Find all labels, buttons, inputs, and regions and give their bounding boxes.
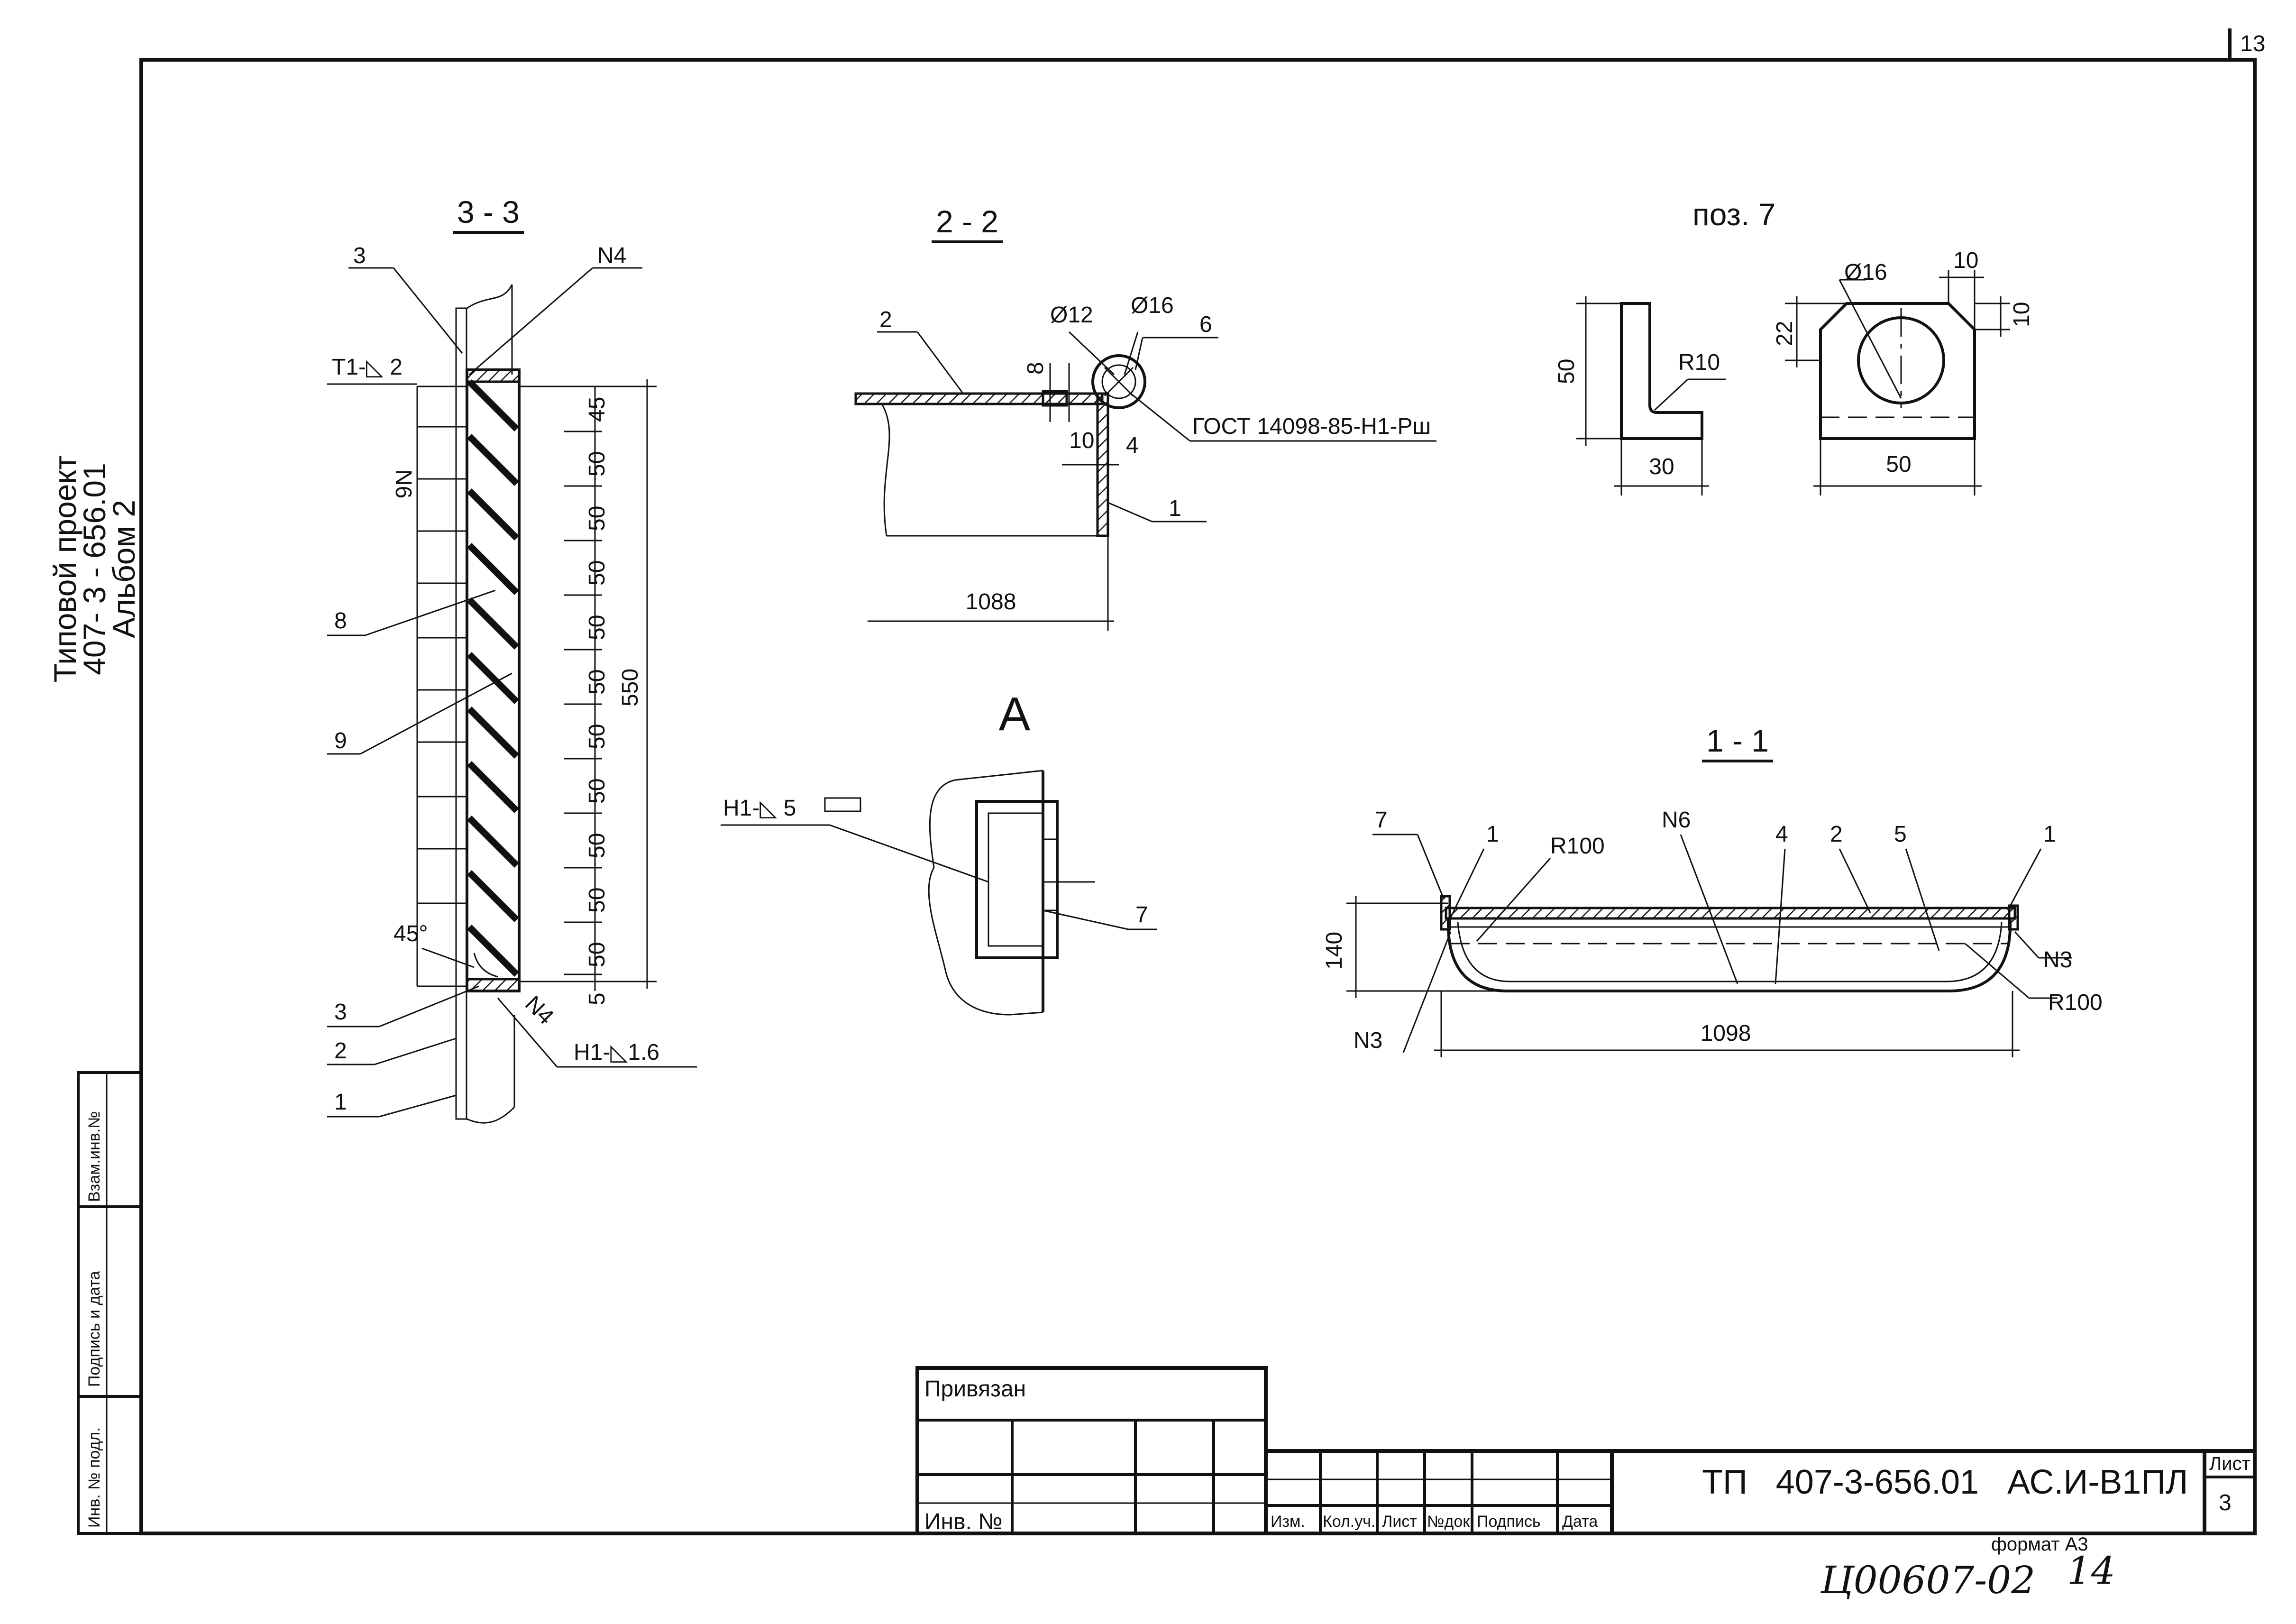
s11-pos1-left: 1: [1486, 822, 1499, 847]
section-3-3-title: 3 - 3: [457, 194, 520, 229]
s33-pos2: 2: [334, 1038, 347, 1064]
poz7-d16: Ø16: [1844, 260, 1887, 285]
section-2-2-title: 2 - 2: [936, 204, 998, 239]
dim-50-e: 50: [585, 670, 610, 695]
poz7-title: поз. 7: [1692, 197, 1775, 232]
doc-code: ТП 407-3-656.01 АС.И-В1ПЛ: [1702, 1463, 2188, 1501]
side-stamp: Взам.инв.№ Подпись и дата Инв. № подл.: [77, 1071, 143, 1535]
s33-weld-t1: Т1-◺ 2: [332, 355, 402, 380]
dim-45: 45: [585, 397, 610, 422]
sheet-frame: 13: [139, 28, 2265, 1535]
col-kol-uch: Кол.уч.: [1323, 1513, 1375, 1531]
poz7-dim22: 22: [1772, 321, 1797, 346]
col-izm: Изм.: [1271, 1513, 1305, 1531]
s11-dim1098: 1098: [1701, 1021, 1751, 1046]
dims-3-3: 45 50 50 50 50 50 50 50 50 50 50 5 550: [585, 397, 643, 1005]
s33-n4-bottom: N4: [520, 991, 558, 1029]
s33-pos1: 1: [334, 1090, 347, 1115]
section-2-2: 2 - 2: [854, 204, 1436, 631]
archive-sheet: 14: [2067, 1549, 2115, 1593]
s11-pos2: 2: [1830, 822, 1843, 847]
inv-no-label: Инв. №: [924, 1509, 1003, 1534]
s11-n3-right: N3: [2043, 947, 2072, 973]
s11-pos4: 4: [1775, 822, 1788, 847]
dim-50-j: 50: [585, 942, 610, 967]
dim-50-a: 50: [585, 451, 610, 477]
col-no-dok: №док.: [1427, 1513, 1474, 1531]
col-data: Дата: [1562, 1513, 1598, 1531]
s33-n6: N6: [391, 469, 416, 498]
s11-n3-left: N3: [1354, 1028, 1382, 1053]
s11-n6: N6: [1662, 807, 1691, 833]
title-block: Привязан Инв. № Изм. Кол.уч. Лист №док. …: [915, 1366, 2257, 1535]
s22-dim4: 4: [1126, 433, 1139, 458]
poz7-dim50-v: 50: [1554, 359, 1579, 384]
side-stamp-inv: Инв. № подл.: [85, 1427, 103, 1528]
side-stamp-podpis: Подпись и дата: [85, 1271, 103, 1387]
s33-n4-top: N4: [597, 243, 626, 268]
s11-r100-right: R100: [2048, 990, 2103, 1015]
section-1-1: 1 - 1: [1322, 723, 2103, 1057]
view-a-pos7: 7: [1135, 902, 1148, 927]
poz7-dim30: 30: [1649, 454, 1674, 479]
poz7-dim10-side: 10: [2009, 302, 2034, 327]
dim-550: 550: [618, 669, 643, 706]
col-podpis: Подпись: [1477, 1513, 1541, 1531]
privyazan-label: Привязан: [924, 1376, 1026, 1402]
side-stamp-vzam: Взам.инв.№: [85, 1111, 103, 1202]
format-label: формат А3: [1991, 1534, 2088, 1555]
poz7-r10: R10: [1678, 350, 1720, 375]
view-a: А Н1-◺ 5 7: [721, 688, 1157, 1016]
poz7-dim50-h: 50: [1886, 452, 1911, 477]
col-list: Лист: [1382, 1513, 1417, 1531]
dim-50-f: 50: [585, 724, 610, 749]
side-title-line2: 407- 3 - 656.01: [77, 463, 112, 675]
side-title-line1: Типовой проект: [47, 456, 82, 683]
section-1-1-title: 1 - 1: [1706, 723, 1769, 758]
s33-pos3-bottom: 3: [334, 1000, 347, 1025]
s11-pos7: 7: [1375, 807, 1388, 833]
s11-pos5: 5: [1894, 822, 1907, 847]
dim-50-c: 50: [585, 560, 610, 586]
s22-pos2: 2: [879, 307, 892, 332]
s22-dim8: 8: [1023, 362, 1048, 375]
dim-50-i: 50: [585, 888, 610, 913]
dim-50-b: 50: [585, 506, 610, 531]
s33-weld-h1: Н1-◺1.6: [574, 1040, 659, 1065]
section-3-3: 3 - 3: [327, 194, 697, 1124]
dim-50-g: 50: [585, 779, 610, 804]
top-sheet-number: 13: [2240, 31, 2265, 56]
archive-number: Ц00607-02: [1820, 1558, 2035, 1602]
side-title: Типовой проект 407- 3 - 656.01 Альбом 2: [47, 456, 141, 683]
s33-pos3-top: 3: [353, 243, 366, 268]
list-value: 3: [2219, 1490, 2232, 1515]
side-title-line3: Альбом 2: [106, 500, 141, 638]
s22-dim10: 10: [1069, 428, 1094, 453]
dim-5: 5: [585, 992, 610, 1005]
view-a-weld: Н1-◺ 5: [723, 796, 796, 821]
louver-blades: [467, 379, 519, 977]
s33-pos9: 9: [334, 728, 347, 753]
list-label: Лист: [2209, 1453, 2250, 1474]
s22-pos1: 1: [1169, 496, 1181, 521]
view-a-title: А: [999, 688, 1031, 741]
dim-50-d: 50: [585, 615, 610, 640]
s11-r100-top: R100: [1550, 834, 1605, 859]
s22-d16: Ø16: [1131, 293, 1174, 318]
s22-pos6: 6: [1199, 312, 1212, 337]
part-7: поз. 7 50 R10 30: [1554, 197, 2034, 495]
s22-dim1088: 1088: [966, 589, 1016, 615]
s11-dim140: 140: [1322, 932, 1347, 970]
s33-angle: 45°: [393, 921, 428, 946]
dim-50-h: 50: [585, 833, 610, 858]
s11-pos1-right: 1: [2043, 822, 2056, 847]
poz7-dim10-top: 10: [1953, 248, 1978, 273]
s22-gost: ГОСТ 14098-85-Н1-Рш: [1192, 414, 1431, 439]
s33-pos8: 8: [334, 608, 347, 633]
s22-d12: Ø12: [1050, 303, 1093, 328]
revision-columns: Изм. Кол.уч. Лист №док. Подпись Дата: [1271, 1513, 1598, 1531]
